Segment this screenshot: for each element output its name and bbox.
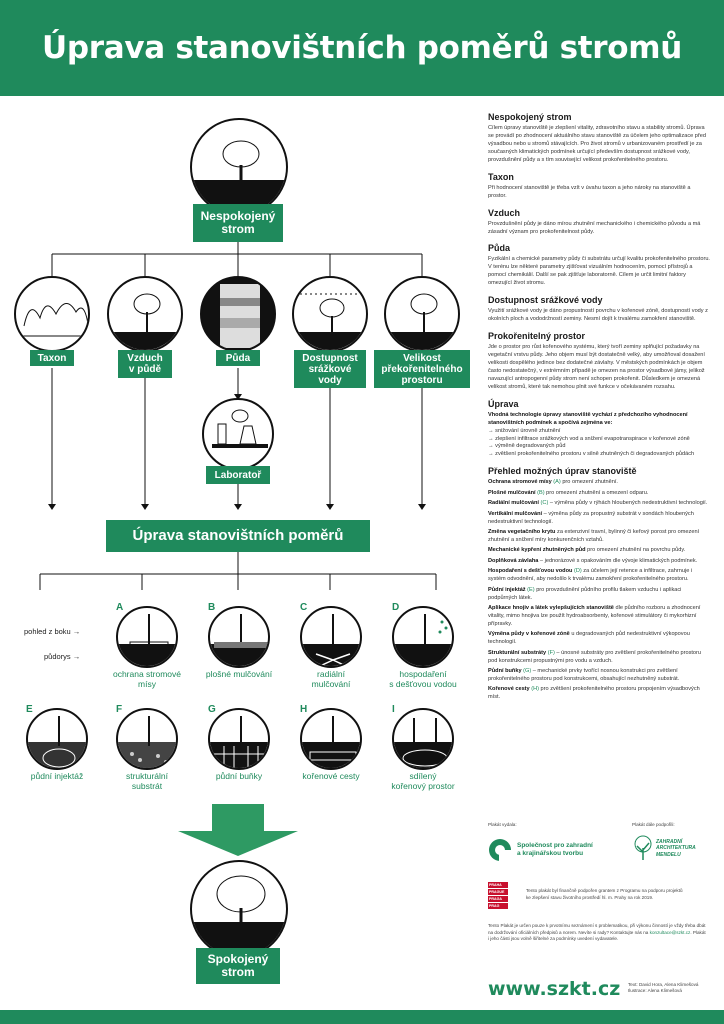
section-rainwater: Dostupnost srážkové vody Využití srážkov…: [488, 295, 708, 323]
method-a-label: ochrana stromové mísy: [112, 669, 182, 689]
text-column: Nespokojený strom Cílem úpravy stanovišt…: [488, 112, 710, 705]
method-letter: A: [116, 602, 124, 613]
overview-item: Strukturální substráty (F) – únosné subs…: [488, 649, 702, 664]
plan-view-label: půdorys →: [44, 652, 81, 661]
section-overview: Přehled možných úprav stanoviště Ochrana…: [488, 466, 710, 702]
method-d-label: hospodaření s dešťovou vodou: [389, 669, 457, 689]
section-adjustment: Úprava Vhodná technologie úpravy stanovi…: [488, 398, 695, 458]
side-view-label: pohled z boku →: [24, 627, 81, 636]
factor-taxon: Taxon: [30, 350, 74, 366]
method-b-label: plošné mulčování: [205, 669, 273, 679]
method-h-illustration: [300, 708, 362, 770]
overview-item: Ochrana stromové mísy (A) pro omezení zh…: [488, 479, 618, 486]
section-unhappy-tree: Nespokojený strom Cílem úpravy stanovišt…: [488, 112, 706, 163]
method-letter: B: [208, 602, 216, 613]
overview-item: Změna vegetačního krytu za extenzivní tr…: [488, 529, 700, 543]
method-letter: G: [208, 704, 216, 715]
method-letter: D: [392, 602, 400, 613]
grant-text: Tento plakát byl finančně podpořen grant…: [526, 888, 683, 900]
website-link[interactable]: www.szkt.cz: [488, 978, 621, 1000]
method-g-illustration: [208, 708, 270, 770]
connector-lines: [39, 242, 437, 856]
overview-list: Ochrana stromové mísy (A) pro omezení zh…: [488, 479, 710, 702]
method-letter: E: [26, 704, 33, 715]
section-root-space: Prokořenitelný prostor Jde o prostor pro…: [488, 331, 705, 390]
method-e-illustration: [26, 708, 88, 770]
header-banner: Úprava stanovištních poměrů stromů: [0, 0, 724, 96]
method-c-label: radiální mulčování: [311, 669, 351, 689]
method-i-illustration: [392, 708, 454, 770]
site-adjustment-box: Úprava stanovištních poměrů: [106, 520, 370, 552]
method-a-illustration: [116, 606, 178, 668]
sponsors: Plakát vydala: Společnost pro zahradní a…: [488, 822, 710, 943]
soil-illustration: [200, 276, 276, 352]
rainwater-illustration: [292, 276, 368, 352]
overview-item: Doplňková závlaha – jednorázové s opakov…: [488, 557, 698, 564]
publisher-name: Společnost pro zahradní a krajinářskou t…: [517, 841, 593, 858]
laboratory-box: Laboratoř: [206, 466, 270, 484]
method-b-illustration: [208, 606, 270, 668]
happy-tree-box: Spokojený strom: [196, 948, 280, 984]
big-down-arrow: [178, 804, 298, 856]
unhappy-tree-box: Nespokojený strom: [193, 204, 283, 242]
factor-air: Vzduch v půdě: [118, 350, 172, 378]
method-f-illustration: [116, 708, 178, 770]
laboratory-illustration: [202, 398, 274, 470]
disclaimer: Tento Plakát je určen pouze k prvotnímu …: [488, 923, 706, 942]
happy-tree-illustration: [190, 860, 288, 958]
diagram: Nespokojený strom: [0, 96, 480, 1010]
root-space-illustration: [384, 276, 460, 352]
praha-logo: PRAHA PRAGUE PRAGA PRAG: [488, 882, 508, 910]
method-h-label: kořenové cesty: [302, 771, 360, 781]
section-taxon: Taxon Při hodnocení stanoviště je třeba …: [488, 171, 691, 199]
section-air: Vzduch Provzdušnění půdy je dáno mírou z…: [488, 207, 701, 235]
contact-email-link[interactable]: konzultace@szkt.cz: [649, 929, 691, 935]
overview-item: Kořenové cesty (H) pro zvětšení prokořen…: [488, 686, 700, 701]
overview-item: Vertikální mulčování – výměna půdy za pr…: [488, 510, 694, 525]
support-name: ZAHRADNÍ ARCHITEKTURA MENDELU: [656, 839, 696, 858]
overview-item: Půdní buňky (G) – mechanické prvky tvoří…: [488, 668, 680, 682]
method-i-label: sdílený kořenový prostor: [391, 771, 455, 791]
method-g-label: půdní buňky: [215, 771, 263, 781]
method-letter: F: [116, 704, 123, 715]
overview-item: Hospodaření s dešťovou vodou (D) za účel…: [488, 568, 693, 583]
taxon-illustration: [14, 276, 90, 352]
overview-item: Výměna půdy v kořenové zóně u degradovan…: [488, 631, 690, 646]
method-d-illustration: [392, 606, 454, 668]
szkt-logo-icon: [489, 839, 511, 863]
credits: Text: David Hora, Alena Klimešová Ilustr…: [628, 982, 699, 994]
method-e-label: půdní injektáž: [30, 771, 84, 781]
method-letter: I: [392, 704, 395, 715]
air-illustration: [107, 276, 183, 352]
overview-item: Mechanické kypření zhutněných půd pro om…: [488, 547, 686, 554]
overview-item: Aplikace hnojiv a látek vylepšujících st…: [488, 605, 701, 627]
overview-item: Plošné mulčování (B) pro omezení zhutněn…: [488, 489, 649, 496]
factor-rainwater: Dostupnost srážkové vody: [294, 350, 366, 388]
method-c-illustration: [300, 606, 362, 668]
footer-bar: [0, 1010, 724, 1024]
factor-soil: Půda: [216, 350, 260, 366]
overview-item: Radiální mulčování (C) – výměna půdy v r…: [488, 500, 708, 507]
page-title: Úprava stanovištních poměrů stromů: [41, 30, 683, 66]
publisher-label: Plakát vydala:: [488, 822, 517, 827]
section-soil: Půda Fyzikální a chemické parametry půdy…: [488, 243, 710, 287]
factor-root-space: Velikost překořenitelného prostoru: [374, 350, 470, 388]
unhappy-tree-illustration: [190, 118, 288, 216]
method-f-label: strukturální substrát: [125, 771, 169, 791]
method-letter: C: [300, 602, 308, 613]
mendelu-tree-icon: [634, 835, 652, 861]
method-letter: H: [300, 704, 308, 715]
overview-item: Půdní injektáž (E) pro provzdušnění půdn…: [488, 586, 682, 601]
support-label: Plakát dále podpořili:: [632, 822, 675, 827]
